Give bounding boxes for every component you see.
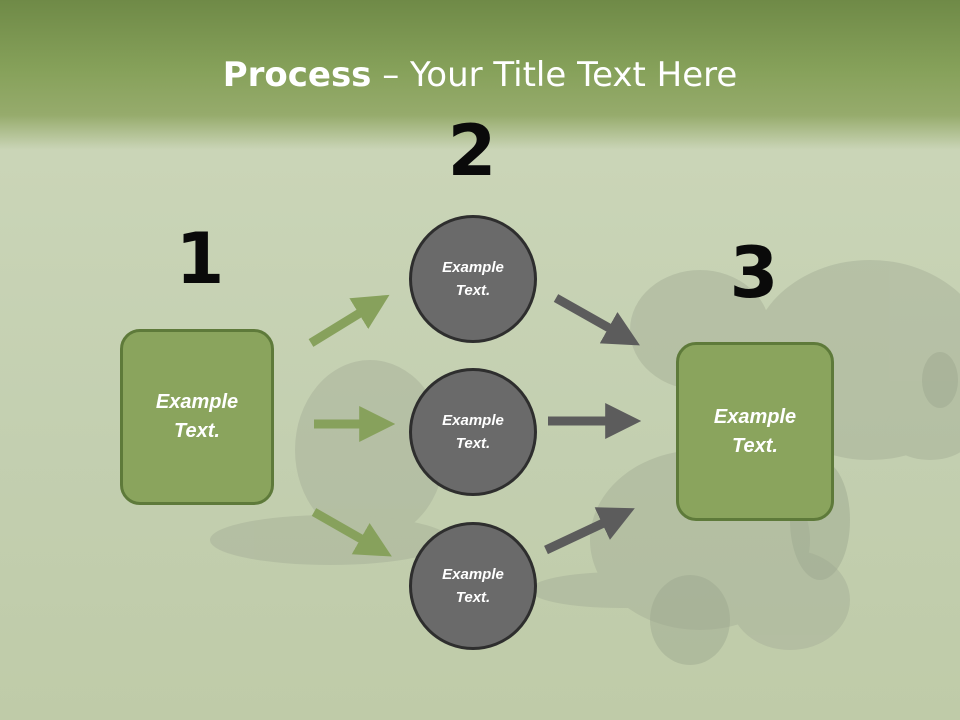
circle-top-text: Example Text.	[442, 259, 504, 299]
arrow-1-to-2a	[308, 294, 390, 347]
circle-middle-text: Example Text.	[442, 412, 504, 452]
arrow-2a-to-3	[553, 294, 640, 346]
step-number-3: 3	[729, 232, 779, 314]
title-bold: Process	[222, 55, 372, 95]
circle-bottom-text: Example Text.	[442, 566, 504, 606]
step-number-2: 2	[447, 110, 497, 192]
step-1-text: Example Text.	[155, 391, 239, 442]
arrow-2c-to-3	[544, 507, 635, 555]
step-2-circle-middle: Example Text.	[409, 368, 537, 496]
step-1-box: Example Text.	[120, 329, 274, 505]
step-3-box: Example Text.	[676, 342, 834, 521]
title-rest: – Your Title Text Here	[371, 55, 738, 95]
slide-title: Process – Your Title Text Here	[0, 52, 960, 98]
step-number-1: 1	[175, 218, 225, 300]
step-2-circle-top: Example Text.	[409, 215, 537, 343]
step-3-text: Example Text.	[713, 405, 797, 457]
header-band	[0, 0, 960, 150]
step-2-circle-bottom: Example Text.	[409, 522, 537, 650]
arrow-1-to-2c	[311, 508, 392, 557]
